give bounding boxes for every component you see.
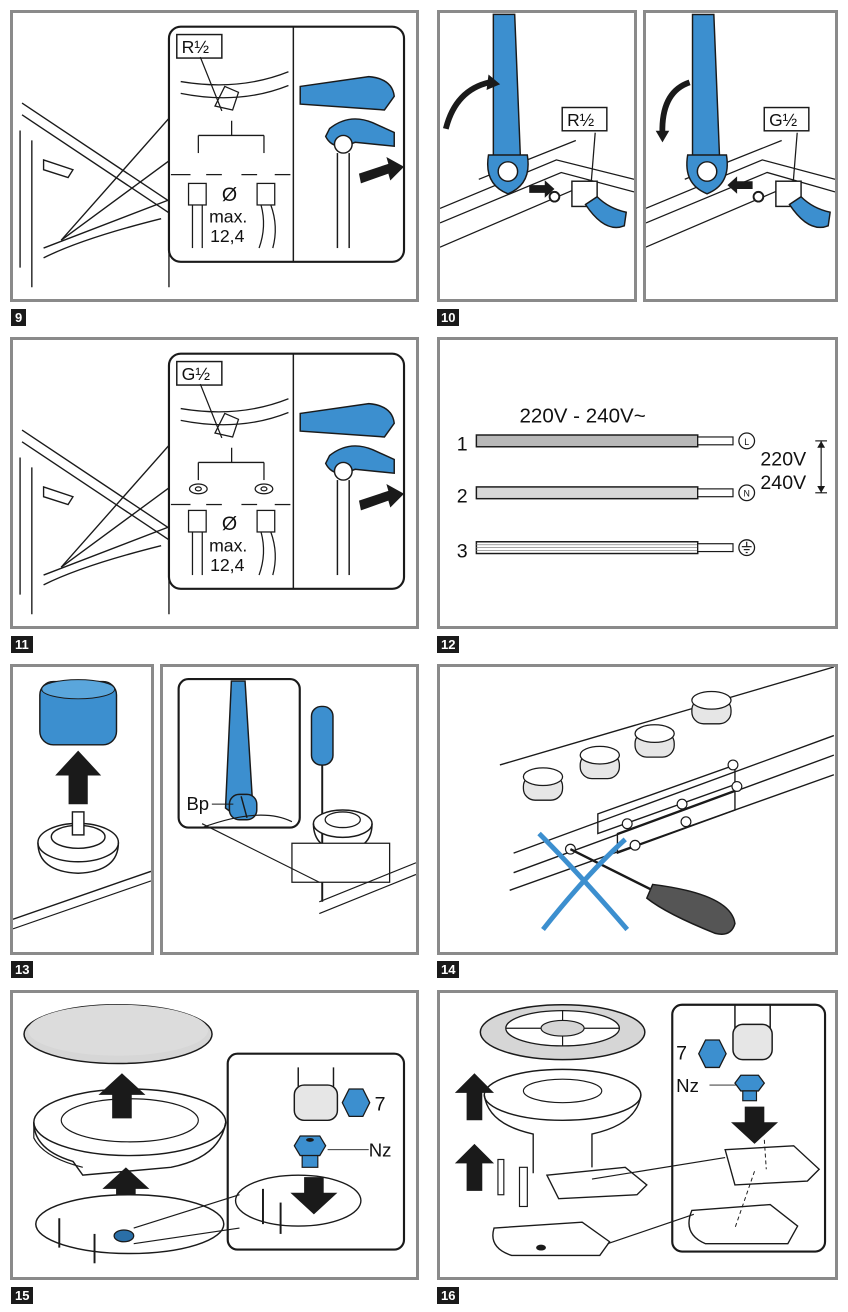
step-12-wiring-diagram: 220V - 240V~ 1 L 2 N 3 220V 240V: [457, 404, 828, 562]
step-9-illustration: R½ Ø max. 12,4: [19, 25, 406, 288]
step-13-panel-left: [10, 664, 154, 955]
step-10-panel-left: R½: [437, 10, 637, 302]
max-label: max.: [209, 536, 247, 556]
diameter-symbol: Ø: [222, 513, 237, 535]
up-arrow-icon: [98, 1073, 146, 1119]
hex-key-icon: [341, 1088, 371, 1118]
wire-3: [475, 541, 699, 555]
nozzle-mark: [113, 1229, 135, 1243]
wire-1-number: 1: [457, 434, 468, 456]
step-number-10: 10: [437, 309, 460, 326]
step-number-15: 15: [11, 1287, 34, 1304]
max-value: 12,4: [210, 555, 245, 575]
step-10-left-illustration: R½: [440, 13, 634, 248]
wire-2-number: 2: [457, 486, 468, 508]
step-14-illustration: [499, 667, 835, 935]
wire-2: [475, 486, 699, 500]
step-number-14: 14: [437, 961, 460, 978]
hex-size-label: 7: [375, 1094, 386, 1116]
thread-label-r: R½: [567, 110, 595, 130]
step-15-panel: 7 Nz: [10, 990, 419, 1280]
step-10-right-illustration: G½: [646, 13, 835, 248]
earth-terminal-icon: [738, 539, 756, 557]
screwdriver-handle: [645, 883, 736, 935]
max-label: max.: [209, 207, 247, 227]
thread-label: R½: [182, 37, 210, 57]
hex-size-label: 7: [676, 1043, 687, 1065]
control-knobs: [522, 690, 732, 801]
neutral-terminal-icon: [738, 484, 756, 502]
step-number-13: 13: [11, 961, 34, 978]
step-10-panel-right: G½: [643, 10, 838, 302]
nozzle-label: Nz: [369, 1140, 392, 1161]
step-number-12: 12: [437, 636, 460, 653]
step-number-9: 9: [11, 309, 27, 326]
step-13-right-illustration: Bp: [177, 678, 416, 915]
voltage-220: 220V: [760, 448, 806, 470]
step-16-panel: 7 Nz: [437, 990, 838, 1280]
burner-crown: [483, 1068, 642, 1174]
wire-3-number: 3: [457, 540, 468, 562]
cross-mark-icon: [537, 831, 630, 932]
live-terminal-icon: [738, 432, 756, 450]
thread-label-g: G½: [769, 110, 798, 130]
step-number-16: 16: [437, 1287, 460, 1304]
up-arrow-icon-2: [454, 1143, 495, 1191]
diameter-symbol: Ø: [222, 184, 237, 206]
burner-cap: [479, 1004, 646, 1061]
screwdriver-shaft: [569, 848, 658, 894]
step-13-left-illustration: [13, 679, 151, 930]
nozzle-icon: [734, 1074, 766, 1102]
bypass-label: Bp: [186, 793, 209, 814]
step-14-panel: [437, 664, 838, 955]
voltage-label: 220V - 240V~: [519, 404, 645, 427]
up-arrow-icon: [454, 1073, 495, 1121]
live-symbol: L: [744, 437, 749, 447]
step-11-panel: G½ Ø max. 12,4: [10, 337, 419, 629]
neutral-symbol: N: [744, 489, 750, 499]
voltage-240: 240V: [760, 472, 806, 494]
nozzle-label: Nz: [676, 1075, 699, 1096]
down-arrow-icon: [290, 1177, 338, 1215]
step-11-illustration: G½ Ø max. 12,4: [19, 352, 406, 615]
step-number-11: 11: [11, 636, 33, 653]
hex-key-icon: [697, 1039, 727, 1069]
nozzle-icon: [293, 1135, 327, 1168]
wire-1: [475, 434, 699, 448]
down-arrow-icon: [731, 1106, 779, 1144]
thread-label: G½: [182, 364, 211, 384]
step-12-panel: 220V - 240V~ 1 L 2 N 3 220V 240V: [437, 337, 838, 629]
burner-crown: [33, 1088, 227, 1176]
step-16-illustration: 7 Nz: [454, 1003, 827, 1257]
step-13-panel-right: Bp: [160, 664, 419, 955]
up-arrow-icon: [55, 750, 102, 805]
max-value: 12,4: [210, 226, 245, 246]
step-15-illustration: 7 Nz: [23, 1004, 406, 1264]
step-9-panel: R½ Ø max. 12,4: [10, 10, 419, 302]
